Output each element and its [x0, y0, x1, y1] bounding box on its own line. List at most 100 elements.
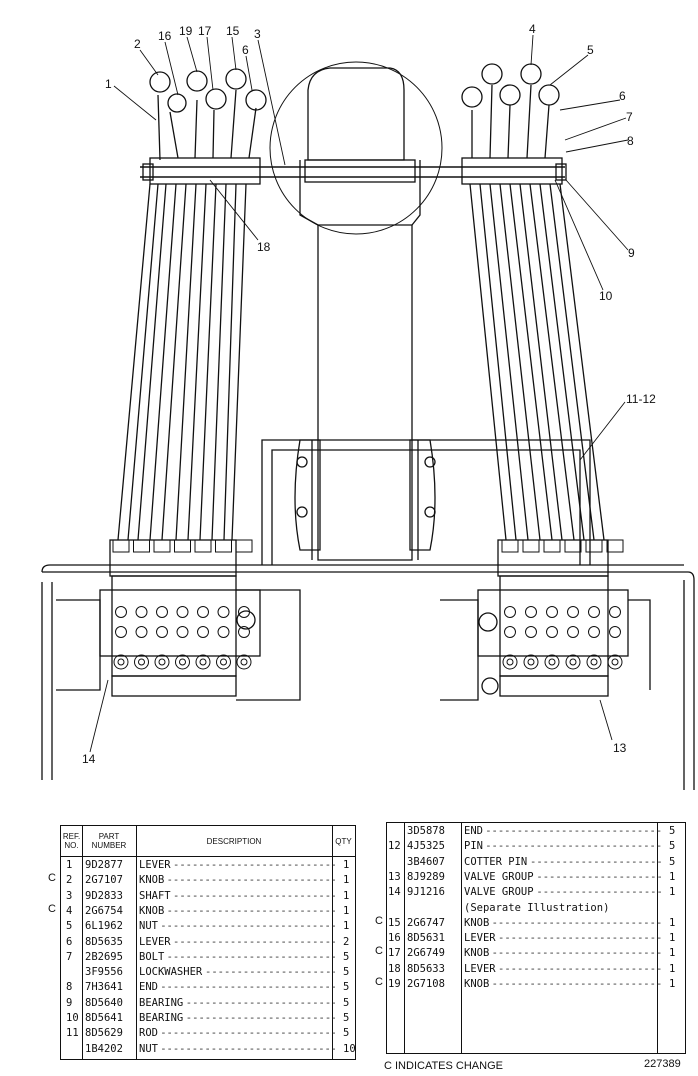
row-qty: 5	[343, 996, 350, 1009]
row-description: PIN	[464, 840, 483, 853]
row-qty: 10	[343, 1042, 356, 1055]
row-part-number: 8D5635	[85, 935, 123, 948]
dot-leader: ------------------------------	[485, 825, 661, 837]
row-ref-no: 16	[388, 932, 401, 945]
row-qty: 5	[343, 1027, 350, 1040]
row-part-number: 2G6749	[407, 947, 445, 960]
row-description: KNOB	[464, 916, 490, 929]
row-qty: 1	[343, 904, 350, 917]
dot-leader: ------------------------------	[536, 870, 661, 883]
row-part-number: 4J5325	[407, 840, 445, 853]
row-qty: 5	[669, 855, 676, 868]
callout-7: 7	[626, 110, 633, 124]
header-ref-no: REF. NO.	[62, 832, 81, 850]
row-description: VALVE GROUP	[464, 870, 534, 883]
row-ref-no: 12	[388, 840, 401, 853]
table-row: 98D5640BEARING--------------------------…	[61, 996, 355, 1011]
row-description: LEVER	[139, 859, 171, 871]
row-ref-no: 11	[66, 1027, 79, 1040]
header-qty: QTY	[335, 836, 352, 846]
dot-leader: ------------------------------	[173, 889, 335, 902]
dot-leader: ------------------------------	[166, 874, 335, 887]
callout-2: 2	[134, 37, 141, 51]
table-row: 108D5641BEARING-------------------------…	[61, 1011, 355, 1026]
table-row: 3F9556LOCKWASHER------------------------…	[61, 965, 355, 980]
row-part-number: 3D5878	[407, 825, 445, 837]
dot-leader: ------------------------------	[185, 996, 335, 1009]
figure-number: 227389	[644, 1058, 681, 1070]
dot-leader: ------------------------------	[160, 1027, 335, 1040]
change-mark: C	[375, 914, 383, 927]
row-qty: 1	[669, 978, 676, 990]
row-ref-no: 9	[66, 996, 73, 1009]
dot-leader: ------------------------------	[491, 947, 661, 960]
callout-17: 17	[198, 24, 212, 38]
row-qty: 5	[669, 825, 676, 837]
callout-1: 1	[105, 77, 112, 91]
row-part-number: 7H3641	[85, 981, 123, 994]
row-ref-no: 8	[66, 981, 73, 994]
row-description: SHAFT	[139, 889, 171, 902]
callout-3: 3	[254, 27, 261, 41]
row-part-number: 2G7107	[85, 874, 123, 887]
dot-leader: ------------------------------	[185, 1012, 335, 1024]
dot-leader: ------------------------------	[491, 916, 661, 929]
header-part-number: PART NUMBER	[91, 832, 127, 850]
row-ref-no: 4	[66, 904, 73, 917]
row-part-number: 8D5640	[85, 996, 123, 1009]
table-row: 12 4J5325 PIN-----------------------------…	[387, 839, 685, 854]
dot-leader: ------------------------------	[536, 886, 661, 899]
dot-leader: ------------------------------	[160, 1042, 335, 1055]
row-ref-no: 3	[66, 889, 73, 902]
row-part-number: 9D2833	[85, 889, 123, 902]
row-description: KNOB	[139, 874, 165, 887]
row-ref-no: 2	[66, 874, 73, 887]
table-row: 2 2G7107 KNOB-----------------------------…	[61, 873, 355, 888]
table-row: 152G6747KNOB----------------------------…	[387, 916, 685, 931]
row-description: LEVER	[464, 932, 496, 945]
change-legend: C INDICATES CHANGE	[384, 1060, 503, 1072]
row-ref-no: 14	[388, 886, 401, 899]
row-qty: 1	[669, 916, 676, 929]
callout-16: 16	[158, 29, 172, 43]
row-ref-no: 19	[388, 978, 401, 990]
dot-leader: ------------------------------	[485, 840, 661, 853]
table-row: 3 9D2833 SHAFT----------------------------…	[61, 889, 355, 904]
callout-19: 19	[179, 24, 193, 38]
row-part-number: 2G7108	[407, 978, 445, 990]
row-description: END	[464, 825, 483, 837]
row-description: BEARING	[139, 1012, 184, 1024]
row-qty: 1	[343, 920, 350, 933]
table-row: 72B2695BOLT-----------------------------…	[61, 950, 355, 965]
row-description: BOLT	[139, 950, 165, 963]
row-qty: 1	[669, 947, 676, 960]
row-ref-no: 7	[66, 950, 73, 963]
row-description: (Separate Illustration)	[464, 901, 610, 914]
callout-15: 15	[226, 24, 240, 38]
row-part-number: 3F9556	[85, 966, 123, 979]
row-description: VALVE GROUP	[464, 886, 534, 899]
row-description: COTTER PIN	[464, 855, 528, 868]
row-part-number: 8D5633	[407, 962, 445, 975]
dot-leader: ------------------------------	[491, 978, 661, 990]
change-mark: C	[48, 872, 56, 885]
dot-leader: ------------------------------	[205, 966, 335, 979]
row-qty: 1	[669, 932, 676, 945]
dot-leader: ------------------------------	[173, 859, 335, 871]
change-mark: C	[375, 976, 383, 988]
row-part-number: 8D5629	[85, 1027, 123, 1040]
row-qty: 1	[669, 886, 676, 899]
callout-9: 9	[628, 246, 635, 260]
table-row: 188D5633LEVER---------------------------…	[387, 962, 685, 977]
dot-leader: ------------------------------	[160, 920, 335, 933]
row-part-number: 3B4607	[407, 855, 445, 868]
row-description: LEVER	[464, 962, 496, 975]
table-row: (Separate Illustration)	[387, 901, 685, 916]
row-description: END	[139, 981, 158, 994]
